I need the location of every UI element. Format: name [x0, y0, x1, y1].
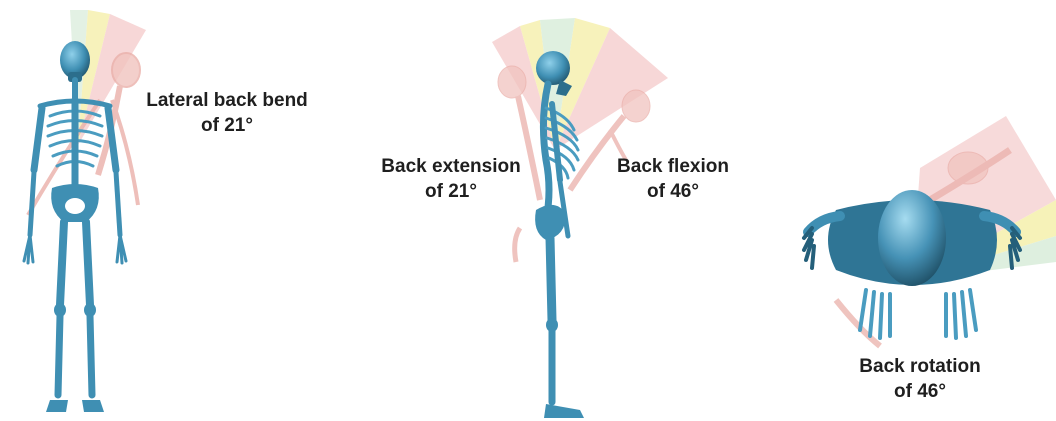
lateral-bend-caption-line2: of 21°	[138, 113, 316, 138]
skull	[878, 190, 946, 286]
back-extension-caption-line2: of 21°	[370, 179, 532, 204]
back-rotation-caption-line2: of 46°	[838, 379, 1002, 404]
back-extension-caption-line1: Back extension	[370, 154, 532, 179]
lateral-bend-figure	[24, 10, 146, 412]
lateral-bend-caption: Lateral back bend of 21°	[138, 88, 316, 138]
skeleton-front	[24, 41, 126, 412]
back-rotation-caption: Back rotation of 46°	[838, 354, 1002, 404]
back-extension-caption: Back extension of 21°	[370, 154, 532, 204]
skull	[536, 51, 570, 85]
back-flexion-caption-line1: Back flexion	[606, 154, 740, 179]
back-rotation-caption-line1: Back rotation	[838, 354, 1002, 379]
skeleton-top	[804, 190, 1020, 338]
back-flexion-caption-line2: of 46°	[606, 179, 740, 204]
lateral-bend-caption-line1: Lateral back bend	[138, 88, 316, 113]
back-flexion-caption: Back flexion of 46°	[606, 154, 740, 204]
extension-flexion-figure	[492, 18, 668, 418]
rotation-figure	[804, 116, 1056, 346]
